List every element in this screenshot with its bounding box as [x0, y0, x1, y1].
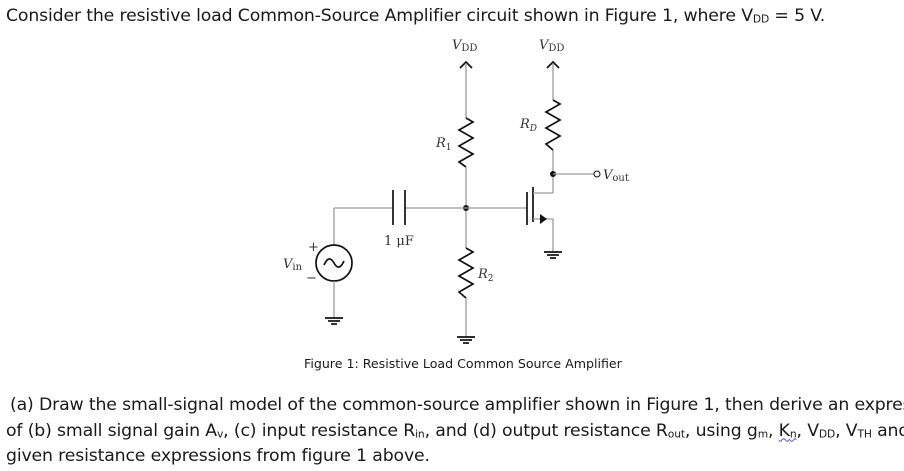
vout-label: Vout [603, 168, 629, 184]
nmos-transistor [526, 150, 554, 252]
header-text: Consider the resistive load Common-Sourc… [6, 6, 753, 26]
resistor-r2-icon [457, 247, 475, 299]
kn-spellcheck-word: Kn [778, 420, 797, 441]
ground-mosfet-icon [544, 251, 562, 259]
vdd-left-arrow-icon [459, 60, 473, 69]
resistor-rd: RD [519, 99, 562, 151]
question-body: (a) Draw the small-signal model of the c… [6, 393, 904, 470]
resistor-r1-icon [457, 117, 475, 168]
r1-label: R1 [435, 136, 452, 153]
vin-label: Vin [283, 257, 303, 273]
question-line-3: given resistance expressions from figure… [6, 446, 430, 466]
source-arrow-icon [540, 214, 547, 224]
ground-source-icon [325, 317, 343, 325]
resistor-rd-icon [544, 99, 562, 151]
question-line-2: of (b) small signal gain Av, (c) input r… [6, 420, 904, 441]
sine-wave-icon [323, 258, 345, 268]
plus-sign: + [308, 240, 319, 255]
header-text-end: = 5 V. [769, 6, 826, 26]
header-subscript: DD [752, 12, 770, 26]
vdd-right-supply: VDD [539, 38, 564, 100]
rd-label: RD [519, 117, 537, 134]
vout-terminal-icon [593, 170, 601, 178]
resistor-r2: R2 [457, 247, 494, 337]
capacitor-label: 1 μF [384, 234, 414, 249]
ground-r2-icon [457, 336, 475, 344]
capacitor: 1 μF [384, 190, 414, 249]
vdd-right-arrow-icon [546, 60, 560, 69]
voltage-source: + − Vin [283, 208, 353, 318]
figure-caption: Figure 1: Resistive Load Common Source A… [304, 356, 622, 371]
vdd-right-label: VDD [539, 38, 564, 54]
resistor-r1: R1 [435, 117, 475, 248]
question-line-1: (a) Draw the small-signal model of the c… [10, 395, 904, 415]
question-header: Consider the resistive load Common-Sourc… [6, 4, 825, 29]
r2-label: R2 [477, 267, 494, 284]
minus-sign: − [306, 271, 317, 286]
vdd-left-label: VDD [452, 38, 477, 54]
vdd-left-supply: VDD [452, 38, 477, 118]
